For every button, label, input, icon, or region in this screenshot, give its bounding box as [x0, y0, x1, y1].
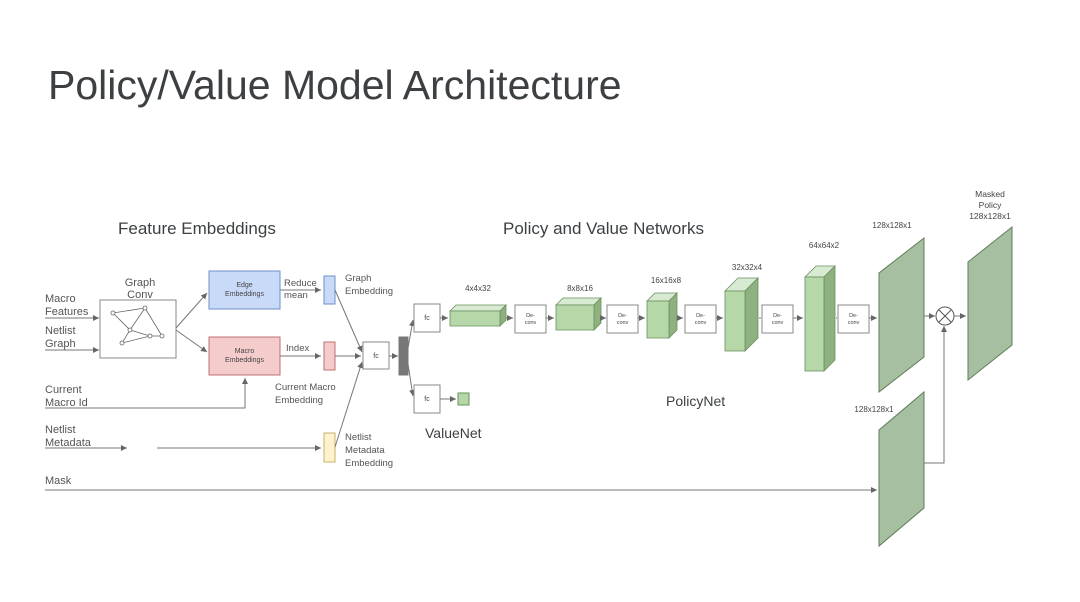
deconv-2-box	[606, 304, 639, 334]
fc-value-box	[413, 384, 441, 414]
tensor-16x16x8-front-face	[646, 300, 670, 339]
multiply-icon	[935, 306, 955, 326]
shape-128-mask-label: 128x128x1	[854, 405, 894, 414]
deconv-4-label: De-conv	[772, 313, 784, 326]
graph-embedding-vector	[323, 275, 336, 305]
shared-embedding-vector	[398, 336, 409, 376]
deconv-5-label: De-conv	[848, 313, 860, 326]
policy-value-networks-header: Policy and Value Networks	[503, 219, 704, 238]
fc-main-box	[362, 341, 390, 370]
tensor-8x8x16-front-face	[555, 304, 595, 331]
deconv-1-label: De-conv	[525, 313, 537, 326]
tensor-4x4x32-top-face	[449, 304, 507, 312]
tensor-4x4x32	[449, 304, 507, 327]
tensor-4x4x32-front-face	[449, 310, 501, 327]
netlist-metadata-embedding-vector	[323, 432, 336, 463]
policynet-label: PolicyNet	[666, 393, 725, 409]
graph-conv-graph-icon	[110, 305, 165, 346]
current-macro-embedding-vector	[323, 341, 336, 371]
fc-value-label: fc	[424, 396, 430, 403]
conv-to-edge-arrow	[175, 292, 208, 329]
to-policy-fc-arrow	[407, 319, 415, 349]
slide-title: Policy/Value Model Architecture	[48, 62, 622, 108]
graph-conv-box	[99, 299, 177, 359]
deconv-4-box	[761, 304, 794, 334]
metadata-embedding-to-fc-arrow	[334, 361, 364, 448]
tensor-32x32x4-front-face	[724, 290, 746, 352]
tensor-32x32x4-side-face	[744, 277, 759, 352]
feature-embeddings-header: Feature Embeddings	[118, 219, 276, 238]
tensor-16x16x8	[646, 292, 678, 339]
current-macro-id-arrow	[45, 378, 248, 409]
shape-4x4x32-label: 4x4x32	[465, 284, 491, 293]
mask-plane	[878, 390, 925, 548]
shape-32x32x4-label: 32x32x4	[732, 263, 763, 272]
deconv-2-label: De-conv	[617, 313, 629, 326]
tensor-64x64x2-side-face	[823, 265, 836, 372]
valuenet-label: ValueNet	[425, 425, 482, 441]
index-label: Index	[286, 343, 309, 354]
macro-embeddings-box	[208, 336, 281, 376]
to-value-fc-arrow	[407, 363, 416, 397]
tensor-16x16x8-side-face	[668, 292, 678, 339]
deconv-3-label: De-conv	[695, 313, 707, 326]
value-output-scalar	[457, 392, 470, 406]
deconv-5-box	[837, 304, 870, 334]
tensor-32x32x4	[724, 277, 759, 352]
fc-policy-box	[413, 303, 441, 333]
fc-policy-label: fc	[424, 315, 430, 322]
tensor-8x8x16-top-face	[555, 297, 602, 306]
tensor-64x64x2	[804, 265, 836, 372]
shape-128-policy-label: 128x128x1	[872, 221, 912, 230]
graph-embedding-to-fc-arrow	[334, 289, 363, 353]
shape-8x8x16-label: 8x8x16	[567, 284, 593, 293]
tensor-64x64x2-front-face	[804, 276, 825, 372]
deconv-1-box	[514, 304, 547, 334]
edge-embeddings-box	[208, 270, 281, 310]
shape-64x64x2-label: 64x64x2	[809, 241, 840, 250]
shape-16x16x8-label: 16x16x8	[651, 276, 682, 285]
deconv-3-box	[684, 304, 717, 334]
conv-to-macro-arrow	[175, 329, 208, 353]
mask-to-multiply-arrow	[924, 326, 947, 464]
policy-logits-plane	[878, 236, 925, 394]
fc-main-label: fc	[373, 353, 379, 360]
mask-label: Mask	[45, 475, 72, 487]
tensor-8x8x16	[555, 297, 602, 331]
masked-policy-plane	[967, 225, 1013, 382]
